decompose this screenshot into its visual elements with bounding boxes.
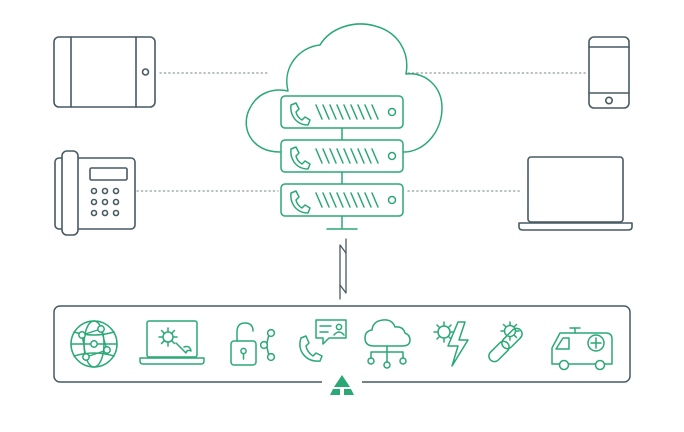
tablet-icon — [53, 36, 156, 108]
gear-lightning-icon — [433, 321, 469, 367]
laptop-icon — [518, 156, 633, 231]
phone-handset-icon — [290, 190, 311, 214]
smartphone-icon — [588, 36, 630, 109]
gear-icon — [158, 327, 178, 347]
globe-network-icon — [70, 320, 118, 368]
server-unit-1 — [280, 95, 404, 129]
desk-phone-icon — [54, 150, 136, 236]
arrow-down — [339, 238, 347, 294]
status-led — [387, 107, 397, 117]
ambulance-icon — [551, 327, 613, 371]
vent-slashes — [315, 104, 379, 120]
cloud-icon — [245, 23, 443, 153]
phone-handset-icon — [290, 102, 311, 126]
status-led — [387, 151, 397, 161]
gear-link-icon — [488, 321, 523, 363]
triangle-logo-icon — [322, 375, 362, 398]
laptop-settings-icon — [139, 320, 205, 365]
phone-handset-icon — [290, 146, 311, 170]
services-bar — [53, 305, 631, 383]
server-unit-2 — [280, 139, 404, 173]
status-led — [387, 195, 397, 205]
wrench-icon — [175, 342, 192, 354]
vent-slashes — [315, 192, 379, 208]
vent-slashes — [315, 148, 379, 164]
phone-chat-support-icon — [299, 319, 347, 362]
exchange-arrows — [339, 238, 347, 300]
dotted-connectors — [136, 72, 587, 192]
cloud-network-icon — [364, 319, 411, 369]
server-stack — [280, 95, 404, 230]
arrow-up — [339, 244, 347, 300]
unlock-share-icon — [230, 322, 276, 366]
server-unit-3 — [280, 183, 404, 217]
